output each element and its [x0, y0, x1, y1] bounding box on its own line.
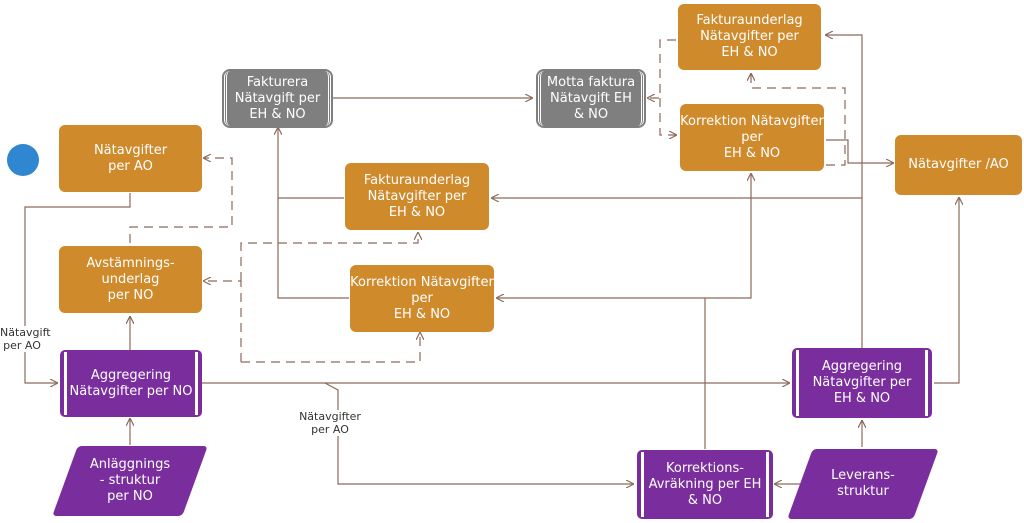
node-motta-faktura: Motta faktura Nätavgift EH & NO: [536, 69, 646, 128]
edge-korrektion-right-to-ao: [826, 139, 893, 163]
dashed-to-avstamning: [204, 281, 242, 362]
edge-label-left: Nätavgift per AO: [0, 326, 51, 352]
node-fakturera-label: Fakturera Nätavgift per EH & NO: [234, 74, 321, 122]
node-aggregering-eh-label: Aggregering Nätavgifter per EH & NO: [812, 359, 912, 406]
node-aggregering-no-label: Aggregering Nätavgifter per NO: [69, 367, 193, 399]
node-leveransstruktur: Leverans- struktur: [787, 449, 939, 519]
edge-aggregering-eh-to-ao: [934, 198, 959, 384]
node-korrektionsavrakning: Korrektions- Avräkning per EH & NO: [637, 450, 773, 519]
node-korrektionsavrakning-label: Korrektions- Avräkning per EH & NO: [648, 460, 762, 508]
node-korrektion-mid: Korrektion Nätavgifter per EH & NO: [350, 265, 494, 332]
start-node: [7, 144, 39, 176]
edge-ao-to-aggregering: [24, 193, 131, 383]
node-avstamningsunderlag: Avstämnings- underlag per NO: [59, 246, 202, 313]
node-fakturera: Fakturera Nätavgift per EH & NO: [222, 69, 333, 128]
edge-aggregering-eh-to-fakturaunderlag-mid: [492, 198, 863, 348]
edge-to-fakturera: [278, 128, 349, 299]
node-anlaggningsstruktur: Anläggnings - struktur per NO: [52, 446, 208, 516]
edge-branch-to-korrektionsavrakning: [324, 382, 633, 484]
dashed-motta-to-right: [648, 39, 676, 98]
dashed-right-loop: [751, 74, 846, 166]
node-fakturaunderlag-top: Fakturaunderlag Nätavgifter per EH & NO: [678, 4, 821, 70]
node-korrektion-right: Korrektion Nätavgifter per EH & NO: [680, 104, 824, 171]
edge-korravrak-to-korrektion-mid: [497, 298, 706, 449]
node-anlaggningsstruktur-label: Anläggnings - struktur per NO: [89, 457, 171, 504]
edge-ao-right-to-fakturaunderlag-top: [826, 35, 863, 198]
node-leveransstruktur-label: Leverans- struktur: [831, 468, 895, 499]
node-natavgifter-ao-right: Nätavgifter /AO: [895, 135, 1022, 195]
node-aggregering-eh: Aggregering Nätavgifter per EH & NO: [792, 348, 932, 418]
dashed-avstamning-to-ao: [129, 158, 233, 243]
edge-label-middle: Nätavgifter per AO: [297, 410, 363, 436]
node-motta-faktura-label: Motta faktura Nätavgift EH & NO: [546, 74, 636, 122]
node-aggregering-no: Aggregering Nätavgifter per NO: [60, 350, 202, 417]
node-natavgifter-per-ao: Nätavgifter per AO: [59, 125, 202, 192]
node-fakturaunderlag-mid: Fakturaunderlag Nätavgifter per EH & NO: [345, 163, 489, 230]
